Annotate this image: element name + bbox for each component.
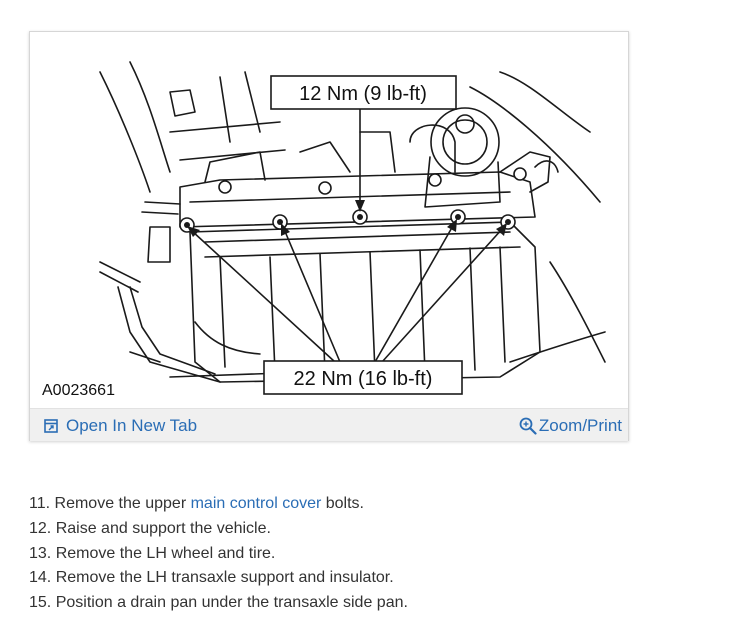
- step-text: Raise and support the vehicle.: [55, 519, 271, 537]
- open-new-tab-icon: [42, 417, 60, 435]
- figure-code: A0023661: [42, 382, 115, 399]
- torque-callout-bottom-text: 22 Nm (16 lb-ft): [294, 368, 433, 390]
- step-text: Remove the LH transaxle support and insu…: [55, 569, 394, 587]
- zoom-print-link[interactable]: Zoom/Print: [519, 415, 622, 437]
- figure-toolbar: Open In New Tab Zoom/Print: [30, 408, 628, 441]
- step-item: 11. Remove the upper main control cover …: [29, 492, 709, 517]
- transaxle-line-drawing: 12 Nm (9 lb-ft) 22 Nm (16 lb-ft) A002366…: [42, 61, 606, 399]
- step-number: 11.: [29, 495, 51, 512]
- step-item: 14. Remove the LH transaxle support and …: [29, 566, 709, 591]
- procedure-steps: 11. Remove the upper main control cover …: [29, 492, 709, 616]
- step-item: 13. Remove the LH wheel and tire.: [29, 542, 709, 567]
- torque-leader-lines: [187, 108, 507, 363]
- step-number: 14.: [29, 569, 52, 587]
- step-item: 12. Raise and support the vehicle.: [29, 517, 709, 542]
- open-in-new-tab-label: Open In New Tab: [66, 416, 198, 435]
- step-text: Position a drain pan under the transaxle…: [55, 594, 408, 612]
- figure-card: 12 Nm (9 lb-ft) 22 Nm (16 lb-ft) A002366…: [29, 31, 629, 441]
- torque-callout-top-text: 12 Nm (9 lb-ft): [299, 83, 427, 105]
- step-number: 13.: [29, 544, 52, 562]
- torque-callout-top: 12 Nm (9 lb-ft): [270, 75, 457, 110]
- magnifier-plus-icon: [519, 417, 537, 435]
- step-number: 12.: [29, 519, 52, 537]
- open-in-new-tab-link[interactable]: Open In New Tab: [42, 415, 197, 437]
- step-text-after: bolts.: [321, 495, 364, 512]
- zoom-print-label: Zoom/Print: [538, 416, 622, 435]
- step-text-before: Remove the upper: [54, 495, 191, 512]
- torque-callout-bottom: 22 Nm (16 lb-ft): [263, 360, 463, 395]
- main-control-cover-link[interactable]: main control cover: [190, 495, 322, 512]
- step-number: 15.: [29, 594, 52, 612]
- step-item: 15. Position a drain pan under the trans…: [29, 591, 709, 616]
- transaxle-diagram[interactable]: 12 Nm (9 lb-ft) 22 Nm (16 lb-ft) A002366…: [30, 32, 628, 408]
- step-text: Remove the LH wheel and tire.: [55, 544, 276, 562]
